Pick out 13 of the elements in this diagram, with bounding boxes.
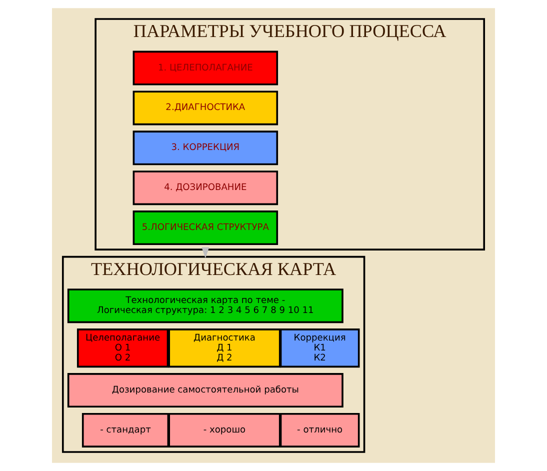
node-box: Коррекция К1 К2 [280,328,360,368]
node-box: 5.ЛОГИЧЕСКАЯ СТРУКТУРА [132,210,278,246]
node-box: Целеполагание О 1 О 2 [76,328,169,368]
node-box: Диагностика Д 1 Д 2 [168,328,281,368]
node-box: 2.ДИАГНОСТИКА [132,90,278,126]
node-box: Дозирование самостоятельной работы [67,373,344,408]
node-box: 3. КОРРЕКЦИЯ [132,130,278,166]
node-box: 1. ЦЕЛЕПОЛАГАНИЕ [132,50,278,86]
node-box: Технологическая карта по теме - Логическая структура: 1 2 3 4 5 6 7 8 9 10 11 [67,288,344,324]
node-box: - стандарт [82,412,170,448]
node-box: - отлично [280,412,360,448]
node-box: 4. ДОЗИРОВАНИЕ [132,170,278,206]
node-box: - хорошо [168,412,281,448]
